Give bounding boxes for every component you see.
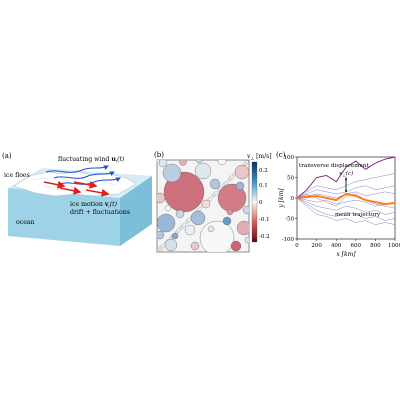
annotation-transverse: transverse displacement xyxy=(299,163,369,169)
ice-floe xyxy=(162,163,182,183)
ice-floe-small xyxy=(214,191,218,195)
ice-floe xyxy=(157,213,176,233)
ice-floe-small xyxy=(161,244,165,248)
colorbar-ticks: 0.2 0.1 0 -0.1 -0.2 xyxy=(259,168,270,240)
ice-floe-small xyxy=(187,218,191,222)
ice-floe xyxy=(236,220,249,236)
mean-trajectory-line xyxy=(296,192,396,206)
ocean-label: ocean xyxy=(16,219,35,226)
drift-label: drift + fluctuations xyxy=(70,209,130,216)
ice-floe xyxy=(179,160,187,166)
ocean-front-face xyxy=(8,188,120,246)
colorbar-tick: -0.1 xyxy=(259,217,270,223)
ice-floe xyxy=(190,210,206,226)
colorbar-tick: 0 xyxy=(259,200,263,206)
ice-motion-label: ice motion vi(t) xyxy=(70,201,118,209)
ice-floe xyxy=(242,205,249,215)
floe-field xyxy=(157,160,249,252)
ice-floe xyxy=(158,160,168,168)
wind-label: fluctuating wind ui(t) xyxy=(58,156,125,164)
ice-floe xyxy=(222,216,232,226)
ice-floe xyxy=(207,225,215,233)
ice-floe xyxy=(235,181,245,191)
ice-floe xyxy=(230,240,242,252)
chart-ticks: 0 200 400 600 800 1000 100 50 0 -50 -100 xyxy=(282,155,400,249)
colorbar-title: v⊥ [m/s] xyxy=(247,153,272,161)
x-tick-label: 200 xyxy=(311,243,322,249)
ice-floe xyxy=(164,204,172,212)
panel-c-label: (c) xyxy=(276,151,286,159)
x-tick-label: 800 xyxy=(370,243,381,249)
ice-motion-arrow xyxy=(73,180,98,189)
ice-floe-small xyxy=(230,175,234,179)
ice-floe xyxy=(195,160,203,164)
ice-motion-arrow xyxy=(59,186,82,195)
colorbar-tick: 0.1 xyxy=(259,183,268,189)
x-tick-label: 1000 xyxy=(388,243,400,249)
ice-floe xyxy=(175,209,185,219)
ice-floe-small xyxy=(224,181,228,185)
trajectory-line xyxy=(296,156,396,199)
panel-a-label: (a) xyxy=(2,152,12,160)
x-tick-label: 0 xyxy=(295,243,299,249)
y-axis-label: y [km] xyxy=(278,188,285,209)
trajectory-line xyxy=(296,197,396,225)
colorbar xyxy=(251,161,258,243)
ocean-side-face xyxy=(120,176,152,246)
ice-floes-label: ice floes xyxy=(4,172,30,179)
trajectory-line xyxy=(296,197,396,221)
ice-floe xyxy=(194,162,212,180)
panel-b-label: (b) xyxy=(154,151,164,159)
plot-area xyxy=(296,156,396,240)
colorbar-tick: 0.2 xyxy=(259,168,268,174)
annotation-mean: mean trajectory xyxy=(335,212,381,218)
ice-floe xyxy=(157,230,165,240)
panel-c: (c) 0 200 400 600 800 1000 100 50 0 -50 -100 x [km… xyxy=(276,151,400,258)
ice-motion-arrow xyxy=(43,180,66,189)
ice-floe xyxy=(244,236,249,244)
wind-arrow xyxy=(53,171,115,179)
ice-floe xyxy=(190,241,200,251)
y-tick-label: -50 xyxy=(285,217,294,223)
ice-floe xyxy=(199,220,235,252)
ice-motion-arrow xyxy=(85,188,110,197)
ice-floe-small xyxy=(182,223,186,227)
chart-series xyxy=(296,156,396,225)
ice-floe xyxy=(226,208,234,216)
ice-motion-arrows xyxy=(43,180,110,197)
x-axis-label: x [km] xyxy=(336,251,356,258)
ice-floe xyxy=(184,224,196,236)
y-tick-label: 100 xyxy=(284,155,295,161)
ice-floe xyxy=(164,238,178,252)
ice-floe-small xyxy=(208,197,212,201)
y-tick-label: 0 xyxy=(291,196,295,202)
ice-floe xyxy=(201,199,211,209)
x-tick-label: 400 xyxy=(331,243,342,249)
panel-b: (b) v⊥ [m/s] 0.2 0.1 0 -0.1 -0.2 xyxy=(154,151,272,253)
ice-floe xyxy=(157,192,166,204)
trajectory-line xyxy=(296,197,396,215)
trajectory-line xyxy=(296,197,396,207)
ice-floe xyxy=(234,164,249,180)
ice-floe xyxy=(209,178,221,190)
y-tick-label: -100 xyxy=(282,237,295,243)
annotation-symbol: x⊥(c) xyxy=(339,170,353,177)
panel-a: (a) fluctuating wind ui(t) i xyxy=(2,152,152,246)
ice-floe-small xyxy=(198,207,202,211)
ice-floe-small xyxy=(245,160,249,164)
ice-floe xyxy=(171,232,179,240)
colorbar-tick: -0.2 xyxy=(259,234,270,240)
x-tick-label: 600 xyxy=(351,243,362,249)
wind-arrow xyxy=(45,165,109,173)
ice-floe xyxy=(217,160,227,166)
ice-floe xyxy=(163,171,205,213)
y-tick-label: 50 xyxy=(287,176,294,182)
ice-floe-small xyxy=(177,228,181,232)
